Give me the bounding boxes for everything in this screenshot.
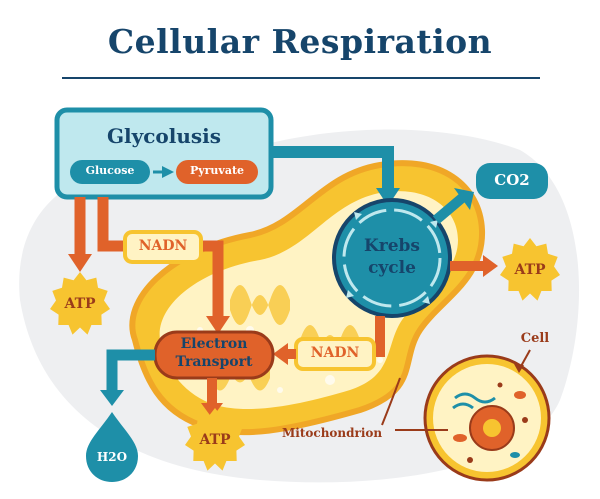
krebs-label-line2: cycle	[368, 258, 416, 278]
nadn-to-electron-arrow	[200, 240, 224, 318]
krebs-cycle-ring	[342, 208, 442, 308]
pyruvate-label: Pyruvate	[189, 164, 245, 177]
glycolysis-to-krebs-arrowhead	[376, 188, 400, 206]
co2-label: CO2	[494, 171, 530, 189]
krebs-to-co2-arrow	[432, 194, 466, 224]
electron-to-h2o-arrowhead	[100, 390, 124, 406]
pyruvate-pill	[176, 160, 258, 184]
electron-label-line1: Electron	[180, 336, 248, 352]
atp-right-starburst	[500, 238, 560, 301]
atp-left-starburst	[50, 272, 110, 335]
cell-pointer-head	[514, 364, 524, 373]
cell-label: Cell	[520, 331, 550, 346]
mitochondrion-label: Mitochondrion	[282, 426, 383, 440]
electron-to-atp-arrowhead	[201, 403, 223, 418]
electron-to-h2o-arrow	[106, 349, 155, 392]
nadn-bottom-to-electron-arrowhead	[273, 343, 288, 365]
nadn-top-label: NADN	[138, 238, 188, 254]
glycolysis-to-krebs-arrow	[271, 146, 394, 190]
nadn-top-box	[123, 230, 203, 264]
water-drop-icon	[86, 412, 138, 482]
glycolysis-to-atp-arrowhead	[68, 254, 92, 272]
atp-left-label: ATP	[64, 296, 96, 312]
glycolysis-title: Glycolusis	[106, 124, 222, 148]
co2-box	[476, 163, 548, 199]
mito-pointer-1	[381, 377, 401, 426]
page-title: Cellular Respiration	[107, 22, 493, 61]
cell-illustration	[423, 354, 551, 482]
krebs-cycle-circle	[332, 198, 452, 318]
krebs-label-line1: Krebs	[363, 236, 420, 256]
h2o-label: H2O	[96, 450, 128, 464]
nadn-to-electron-arrowhead	[206, 316, 230, 334]
glucose-pill	[70, 160, 150, 184]
krebs-to-co2-arrowhead	[454, 188, 474, 210]
atp-bottom-starburst	[185, 408, 245, 471]
atp-right-label: ATP	[514, 262, 546, 278]
electron-label-line2: Transport	[175, 354, 253, 370]
krebs-cycle-arrowheads	[346, 212, 438, 304]
nadn-bottom-label: NADN	[310, 345, 360, 361]
krebs-to-atp-arrowhead	[483, 255, 498, 277]
glycolysis-to-nadn-arrow	[97, 197, 125, 252]
glucose-label: Glucose	[85, 164, 135, 177]
atp-bottom-label: ATP	[199, 432, 231, 448]
